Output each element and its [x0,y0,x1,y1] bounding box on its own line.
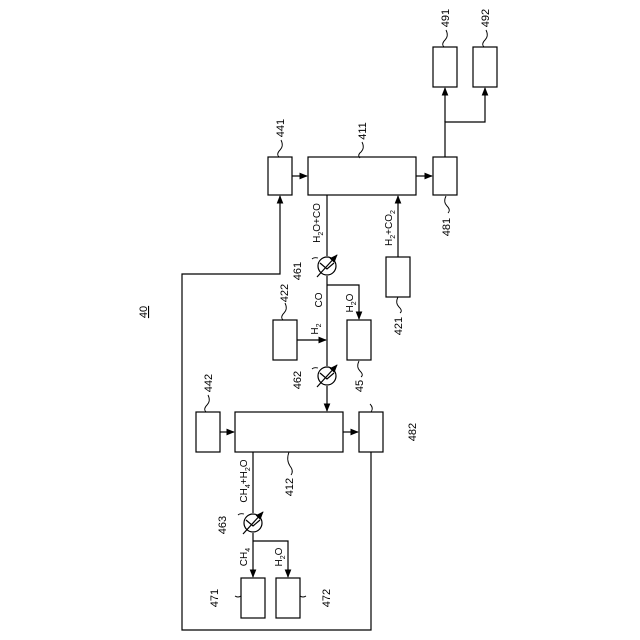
stream-co: CO [314,292,325,307]
label-442: 442 [203,374,215,392]
unit-442 [196,412,220,452]
label-421: 421 [393,317,405,335]
unit-422 [273,320,297,360]
unit-471 [241,578,265,618]
label-441: 441 [275,119,287,137]
leader-463 [238,514,244,515]
leader-422 [282,303,287,320]
stream-ch4-h2o: CH4+H2O [239,459,252,502]
unit-482 [359,412,383,452]
label-472: 472 [321,589,333,607]
leader-491 [443,30,448,47]
flow-481-to-492 [445,88,485,157]
stream-h2o-co: H2O+CO [312,203,325,243]
stream-h2o-b: H2O [274,547,287,566]
unit-412 [235,412,343,452]
heat-exchanger-462 [317,365,337,387]
unit-45 [347,320,371,360]
unit-441 [268,157,292,195]
label-491: 491 [440,9,452,27]
leader-471 [235,596,241,597]
heat-exchanger-461 [317,255,337,277]
unit-481 [433,157,457,195]
label-471: 471 [209,589,221,607]
unit-472 [276,578,300,618]
leader-442 [205,395,210,412]
label-492: 492 [480,9,492,27]
leader-462 [312,368,318,369]
unit-491 [433,47,457,87]
label-461: 461 [292,262,304,280]
leader-421 [397,297,402,313]
stream-h2-co2: H2+CO2 [384,210,397,246]
label-422: 422 [279,284,291,302]
stream-h2: H2 [310,323,323,334]
unit-492 [473,47,497,87]
leader-481 [445,196,450,213]
heat-exchanger-463 [243,512,263,534]
unit-421 [386,257,410,297]
label-45: 45 [354,380,366,392]
label-481: 481 [441,218,453,236]
label-462: 462 [292,371,304,389]
leader-472 [300,596,306,597]
label-411: 411 [357,122,369,140]
leader-412 [288,452,293,475]
stream-h2o-a: H2O [345,293,358,312]
figure-label: 40 [138,306,150,318]
leader-441 [278,140,283,157]
label-482: 482 [407,423,419,441]
leader-482 [370,404,372,412]
leader-461 [312,258,318,259]
leader-411 [359,142,364,158]
label-412: 412 [284,478,296,496]
leader-45 [358,361,363,377]
label-463: 463 [217,516,229,534]
unit-411 [308,157,416,195]
leader-492 [483,30,488,47]
stream-ch4: CH4 [239,548,252,566]
